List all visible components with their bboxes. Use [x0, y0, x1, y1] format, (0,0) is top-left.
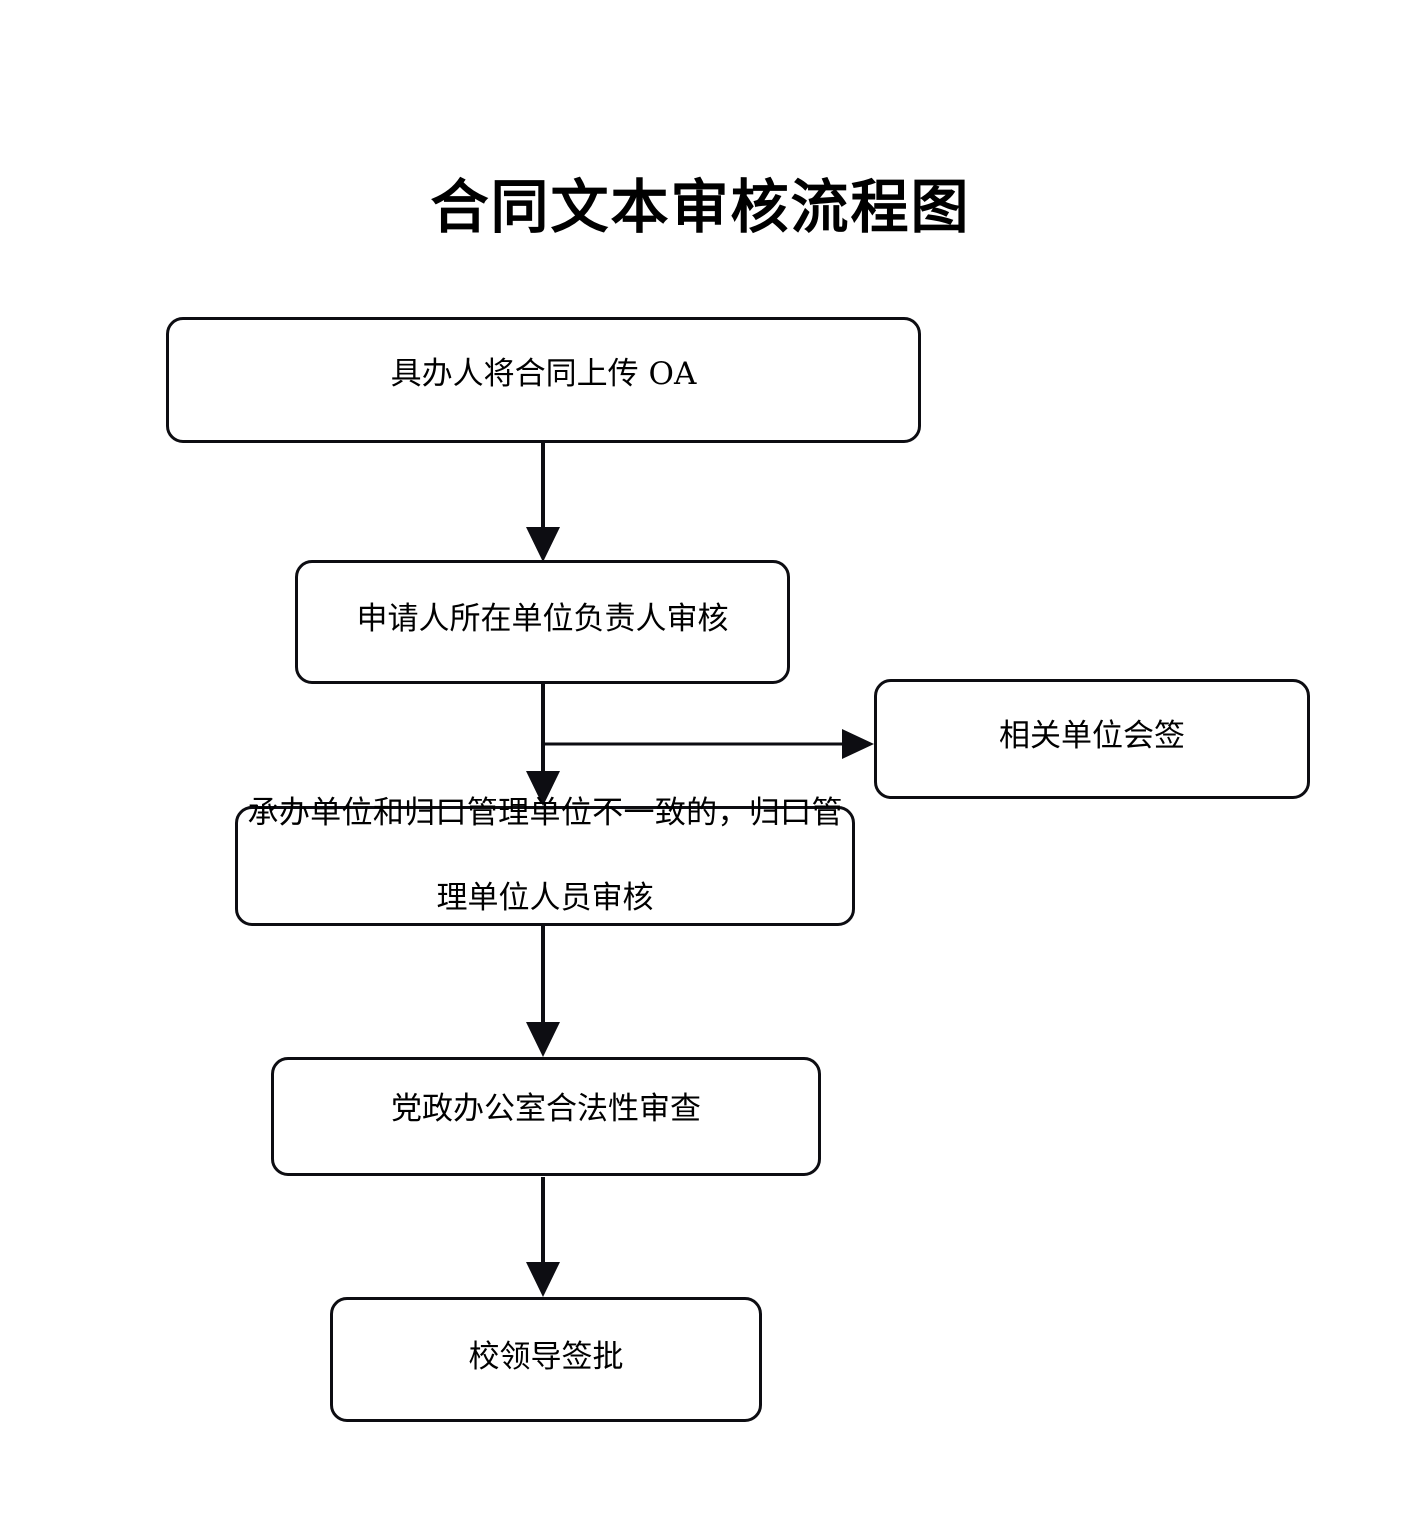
page-title: 合同文本审核流程图 — [430, 173, 971, 241]
node-mgmt-review-label-line2: 理单位人员审核 — [436, 880, 654, 917]
arrow-upload-to-unit-head — [526, 443, 560, 562]
node-leader-label: 校领导签批 — [468, 1339, 624, 1376]
node-party-admin-office-legality-review[interactable]: 党政办公室合法性审查 — [271, 1057, 821, 1176]
node-applicant-unit-head-review[interactable]: 申请人所在单位负责人审核 — [295, 560, 790, 684]
node-related-units-cosign[interactable]: 相关单位会签 — [874, 679, 1310, 799]
node-cosign-label: 相关单位会签 — [999, 717, 1185, 754]
node-mgmt-review-label: 承办单位和归口管理单位不一致的，归口管 理单位人员审核 — [242, 706, 849, 1005]
node-mgmt-review-label-line1: 承办单位和归口管理单位不一致的，归口管 — [247, 794, 843, 831]
node-school-leader-approval[interactable]: 校领导签批 — [330, 1297, 762, 1422]
node-legal-label: 党政办公室合法性审查 — [391, 1091, 701, 1128]
node-unit-head-label: 申请人所在单位负责人审核 — [356, 600, 729, 637]
node-upload-label: 具办人将合同上传 OA — [390, 355, 697, 392]
arrow-legal-to-leader — [526, 1177, 560, 1297]
node-centralized-management-unit-review[interactable]: 承办单位和归口管理单位不一致的，归口管 理单位人员审核 — [235, 795, 855, 926]
node-upload-contract-to-oa[interactable]: 具办人将合同上传 OA — [166, 317, 921, 443]
